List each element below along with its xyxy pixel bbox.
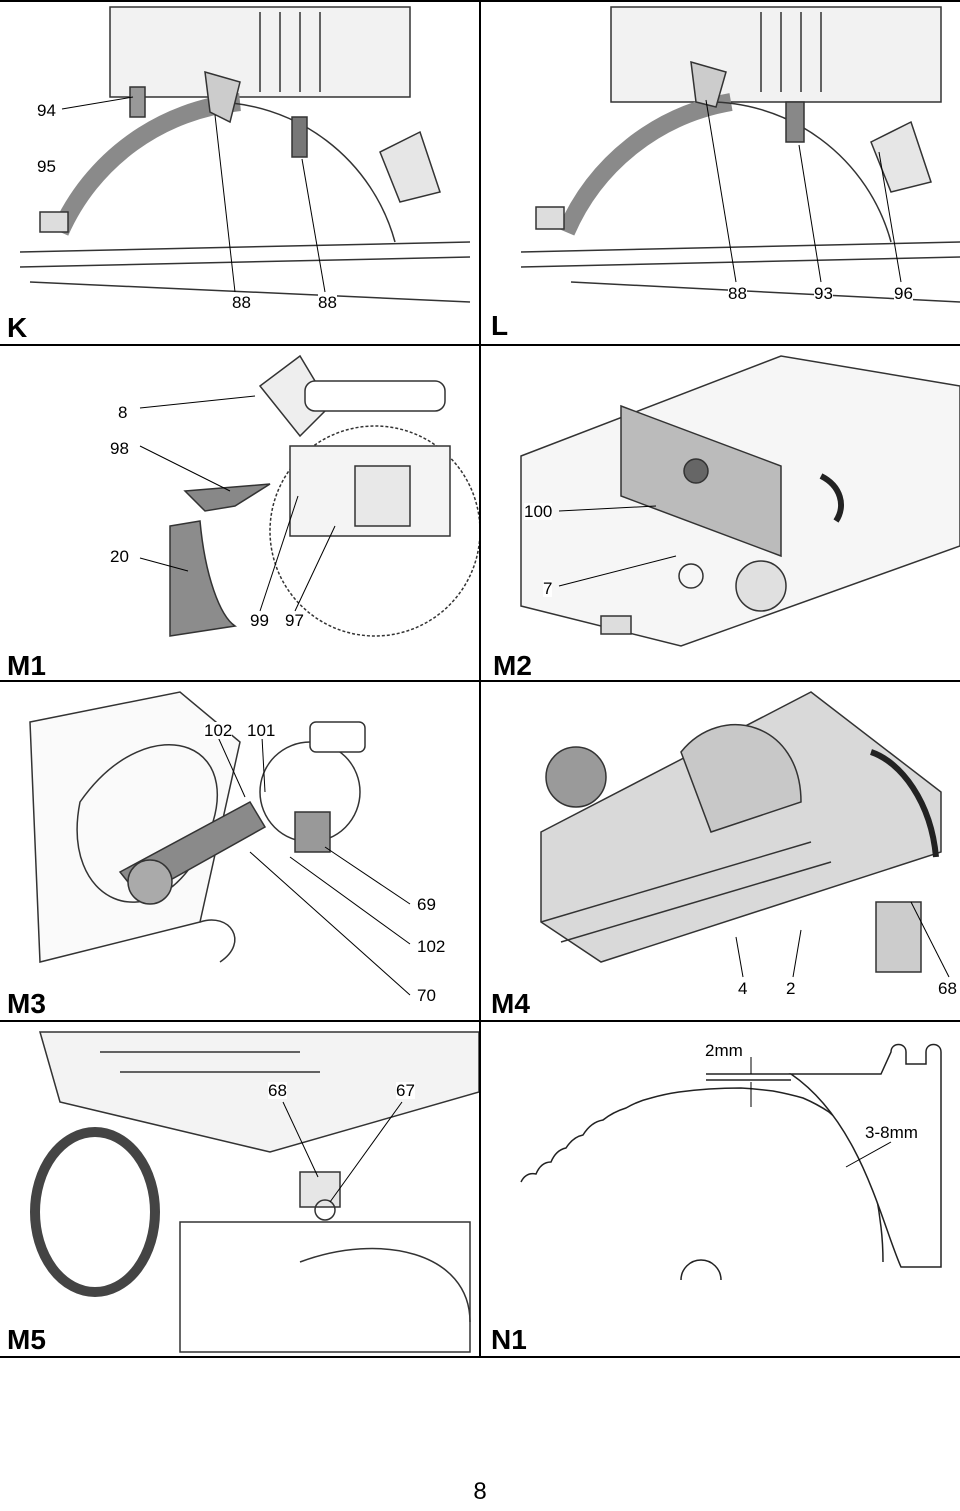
callout-label: 2mm	[705, 1041, 743, 1060]
panel-label: N1	[491, 1324, 527, 1355]
callout-label: 95	[37, 157, 56, 176]
callout-label: 94	[37, 101, 56, 120]
callout-label: 101	[247, 721, 276, 740]
panel-m4-illustration	[540, 691, 950, 978]
panel-n1-illustration	[520, 1043, 942, 1281]
grid-line	[479, 0, 481, 1358]
callout-label: 88	[232, 293, 251, 312]
panel-label: M3	[7, 988, 46, 1019]
callout-label: 68	[938, 979, 957, 998]
panel-label: M1	[7, 650, 46, 680]
callout-label: 100	[524, 502, 553, 521]
callout-label: 67	[396, 1081, 415, 1100]
panel-label: L	[491, 310, 509, 341]
callout-label: 102	[204, 721, 233, 740]
panel-label: M4	[491, 988, 530, 1019]
panel-label: M5	[7, 1324, 46, 1355]
callout-label: 68	[268, 1081, 287, 1100]
figure-grid: 94 95 88 88 K	[0, 0, 960, 1358]
callout-label: 88	[318, 293, 337, 312]
panel-m1-illustration	[139, 354, 479, 637]
callout-label: 96	[894, 284, 913, 303]
panel-m2: 100 7 M2	[481, 346, 960, 680]
callout-label: 20	[110, 547, 129, 566]
panel-l-illustration	[520, 6, 960, 303]
panel-n1: 2mm 3-8mm N1	[481, 1022, 960, 1356]
callout-label: 3-8mm	[865, 1123, 918, 1142]
panel-m5: 68 67 M5	[0, 1022, 479, 1356]
page-number: 8	[473, 1478, 487, 1505]
panel-k-illustration	[19, 6, 471, 303]
panel-m3-illustration	[29, 691, 411, 996]
callout-label: 102	[417, 937, 446, 956]
callout-label: 98	[110, 439, 129, 458]
callout-label: 99	[250, 611, 269, 630]
panel-m1: 8 98 20 99 97 M1	[0, 346, 479, 680]
callout-label: 2	[786, 979, 796, 998]
panel-m3: 102 101 69 102 70 M3	[0, 682, 479, 1020]
callout-label: 70	[417, 986, 436, 1005]
panel-label: M2	[493, 650, 532, 680]
callout-label: 88	[728, 284, 747, 303]
panel-m5-illustration	[30, 1031, 479, 1353]
callout-label: 7	[543, 579, 553, 598]
callout-label: 69	[417, 895, 436, 914]
panel-m4: 4 2 68 M4	[481, 682, 960, 1020]
callout-label: 4	[738, 979, 748, 998]
panel-k: 94 95 88 88 K	[0, 2, 479, 344]
callout-label: 97	[285, 611, 304, 630]
panel-label: K	[7, 312, 28, 343]
panel-m2-illustration	[520, 355, 960, 647]
panel-l: 88 93 96 L	[481, 2, 960, 344]
callout-label: 93	[814, 284, 833, 303]
callout-label: 8	[118, 403, 128, 422]
